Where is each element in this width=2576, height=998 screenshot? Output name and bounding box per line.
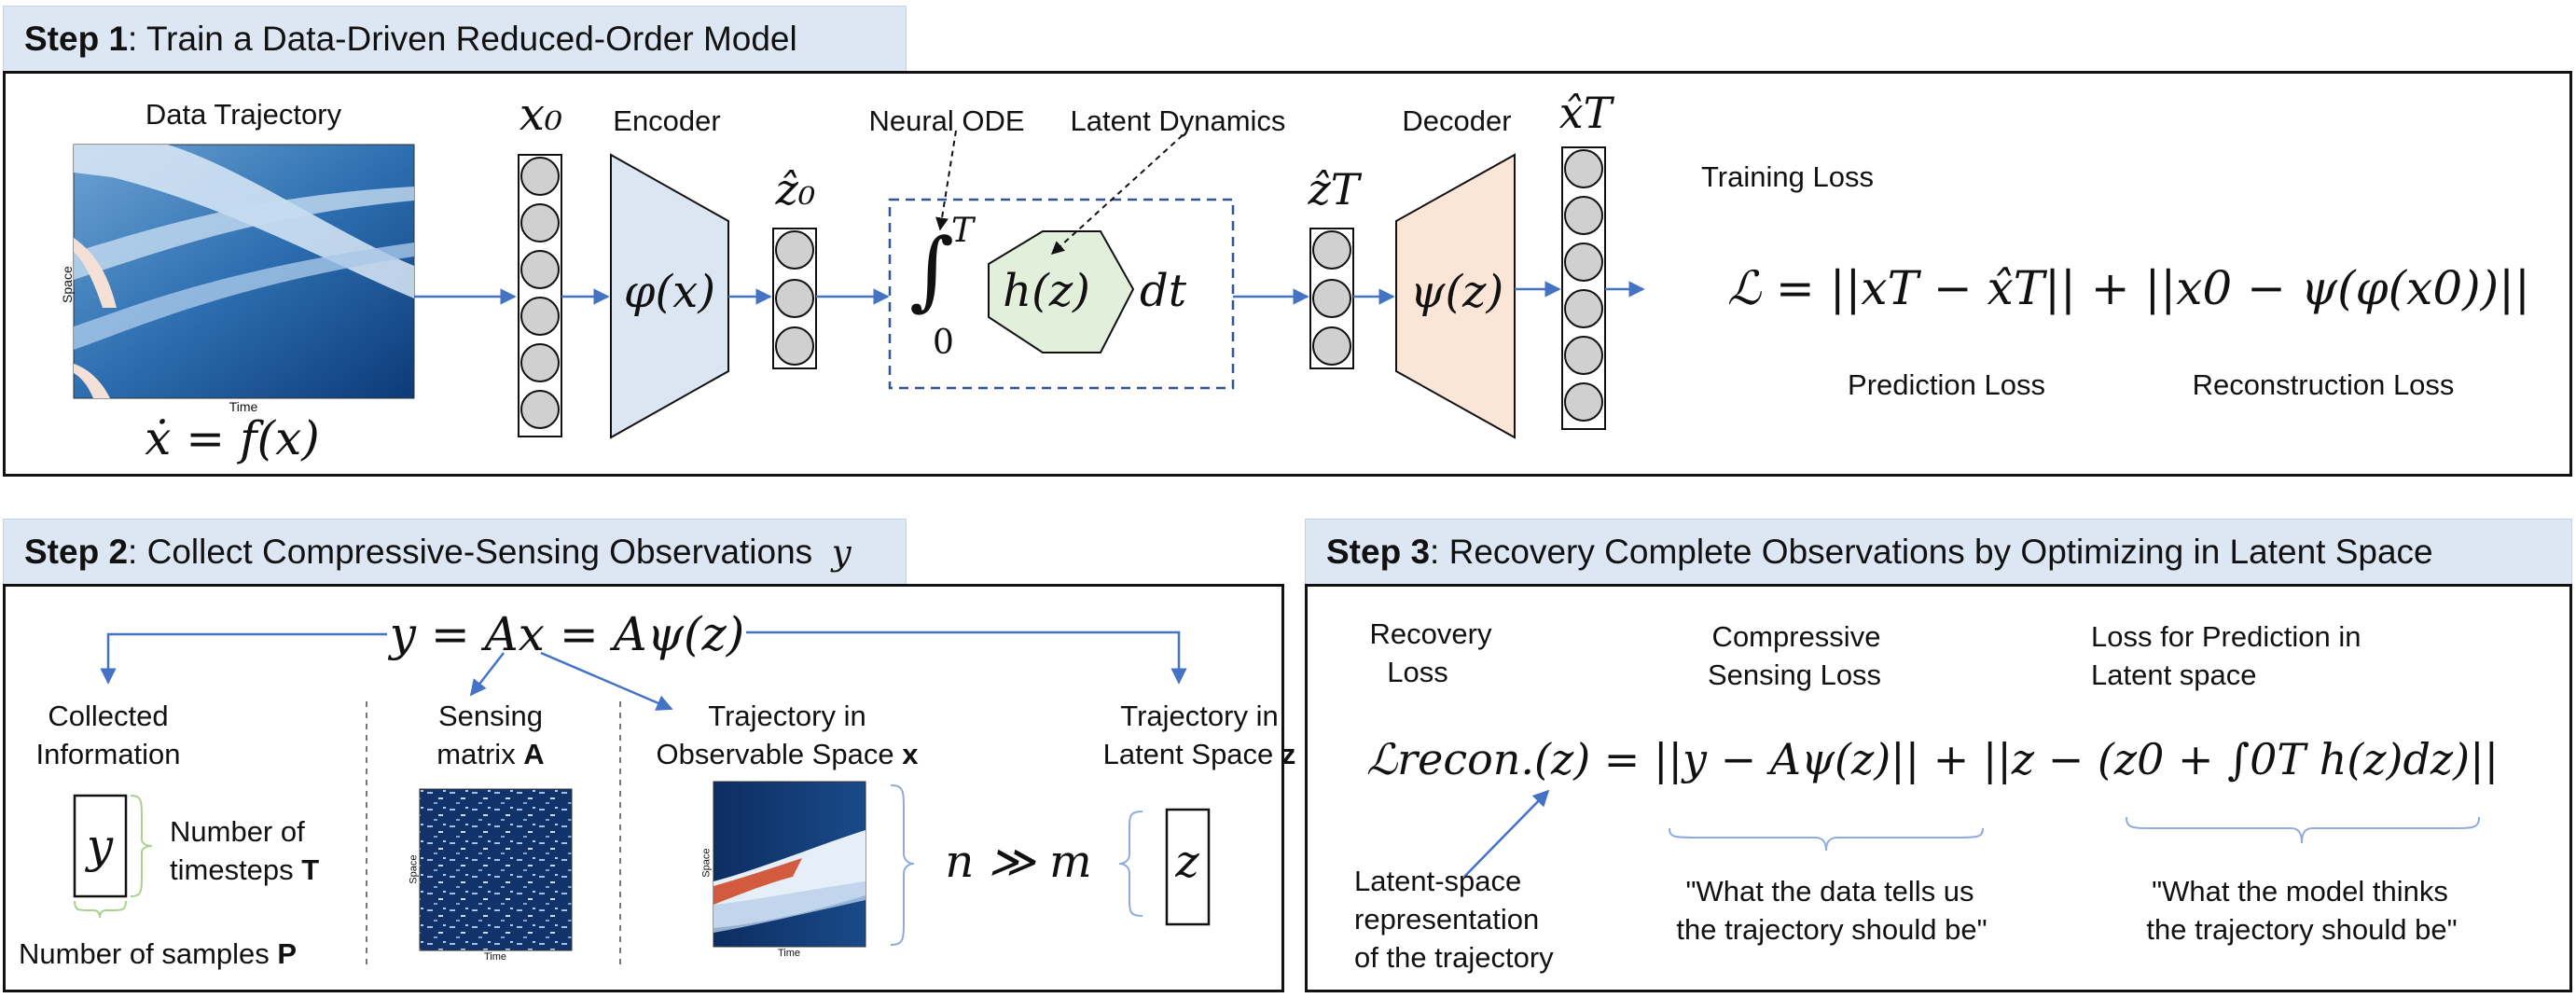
cs-loss-label-line1: Compressive [1711,620,1881,653]
samples-var: P [277,937,298,970]
zT-vector [1309,228,1354,369]
step3-panel [1305,584,2572,992]
pred-loss-label-line1: Loss for Prediction in [2091,620,2361,653]
samples-text: Number of samples [19,937,278,970]
collected-info-label-line1: Collected [48,700,169,732]
collected-info-label-line2: Information [35,738,181,770]
integral-upper: T [951,212,975,250]
sensing-label-line2: matrix A [436,736,544,773]
neural-ode-box [888,198,1235,390]
prediction-loss-label: Prediction Loss [1848,368,2045,401]
sensing-space-axis: Space [408,854,420,884]
hz-label: h(z) [1003,265,1090,317]
encoder-label: Encoder [613,104,721,137]
ode-equation: ẋ = f(x) [145,411,320,465]
x0-label: x₀ [519,89,563,141]
traj-lat-var: z [1281,738,1296,770]
model-thinks-line1: "What the model thinks [2152,875,2448,908]
traj-obs-text: Observable Space [656,738,903,770]
heatmap-space-axis: Space [59,266,75,303]
sensing-text: matrix [436,738,524,770]
step2-header-var: y [831,532,852,573]
latent-rep-line1: Latent-space [1354,865,1522,897]
recovery-loss-label-line1: Recovery [1369,617,1492,650]
timesteps-var: T [301,853,320,886]
step3-header: Step 3: Recovery Complete Observations b… [1305,519,2572,586]
step3-header-bold: Step 3 [1326,533,1431,571]
phi-label: φ(x) [623,266,716,318]
step1-panel [3,71,2572,477]
heatmap-time-axis: Time [229,399,258,414]
data-trajectory-label: Data Trajectory [145,98,342,131]
step1-header-text: : Train a Data-Driven Reduced-Order Mode… [128,20,797,58]
xThat-label: x̂T [1558,88,1613,138]
latent-rep-line3: of the trajectory [1354,941,1554,974]
z-box-label: z [1175,836,1199,888]
cs-equation: y = Ax = Aψ(z) [389,607,745,661]
observable-trajectory-image [713,781,866,948]
timesteps-text: timesteps [170,853,302,886]
integral-symbol: ∫ [909,220,954,320]
latent-rep-line2: representation [1354,903,1540,936]
recovery-loss-equation: ℒrecon.(z) = ||y − Aψ(z)|| + ||z − (z0 +… [1366,734,2500,784]
x0-vector [518,154,562,437]
model-thinks-line2: the trajectory should be" [2146,913,2458,946]
latent-dynamics-hexagon [988,230,1135,353]
n-gg-m-label: n ≫ m [945,836,1092,888]
data-tells-line1: "What the data tells us [1685,875,1974,908]
step1-header-bold: Step 1 [24,20,129,58]
data-trajectory-heatmap [73,144,415,399]
latent-dynamics-label: Latent Dynamics [1070,104,1286,137]
y-box-label: y [86,819,114,873]
encoder-shape [610,153,729,439]
reconstruction-loss-label: Reconstruction Loss [2192,368,2455,401]
decoder-label: Decoder [1402,104,1512,137]
step2-header: Step 2: Collect Compressive-Sensing Obse… [3,519,907,586]
data-tells-line2: the trajectory should be" [1676,913,1987,946]
training-loss-label: Training Loss [1701,160,1874,193]
pred-loss-label-line2: Latent space [2091,658,2257,691]
psi-label: ψ(z) [1409,266,1504,318]
traj-lat-label-line1: Trajectory in [1120,700,1279,732]
traj-obs-var: x [902,738,919,770]
step3-header-text: : Recovery Complete Observations by Opti… [1430,533,2433,571]
z-box [1165,808,1211,926]
step2-header-bold: Step 2 [24,533,129,571]
xT-vector [1561,146,1606,430]
traj-obs-label-line2: Observable Space x [657,736,919,773]
obs-space-axis: Space [700,848,713,878]
step2-header-text: : Collect Compressive-Sensing Observatio… [128,533,813,571]
cs-loss-label-line2: Sensing Loss [1707,658,1882,691]
decoder-shape [1395,153,1516,439]
traj-obs-label-line1: Trajectory in [708,700,866,732]
traj-lat-label-line2: Latent Space z [1103,736,1296,773]
timesteps-label-line2: timesteps T [170,852,319,889]
sensing-time-axis: Time [483,951,507,963]
step1-header: Step 1: Train a Data-Driven Reduced-Orde… [3,6,907,73]
recovery-loss-label-line2: Loss [1387,656,1448,688]
y-box [73,794,128,898]
z0-vector [772,228,817,369]
z0hat-label: ẑ₀ [775,164,816,215]
timesteps-label-line1: Number of [170,815,305,848]
training-loss-equation: ℒ = ||xT − x̂T|| + ||x0 − ψ(φ(x0))|| [1727,261,2530,315]
neural-ode-label: Neural ODE [868,104,1025,137]
sensing-label-line1: Sensing [437,700,544,732]
integral-lower: 0 [933,324,954,362]
traj-lat-text: Latent Space [1102,738,1281,770]
obs-time-axis: Time [777,948,801,959]
samples-label: Number of samples P [19,936,297,973]
dt-label: dt [1140,265,1187,317]
zThat-label: ẑT [1308,164,1360,215]
sensing-matrix-image [419,788,573,951]
step2-panel [3,584,1284,992]
sensing-var: A [523,738,545,770]
